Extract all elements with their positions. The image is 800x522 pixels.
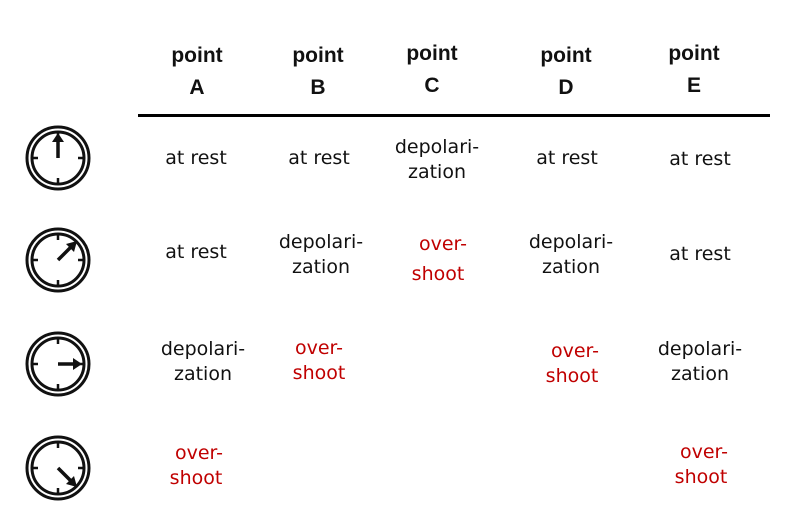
header-point-c: point C [377,38,487,102]
cell-line: depolari- [278,231,364,253]
cell-line: depolari- [528,231,614,253]
header-point-d: point D [511,40,621,104]
cell-line: over- [679,441,728,463]
header-point-e: point E [639,38,749,102]
cell-line: over- [174,442,223,464]
cell-line: at rest [536,147,598,169]
cell-r1-e: at rest [625,147,775,172]
clock-430-icon [25,435,91,501]
cell-line: zation [670,363,729,385]
cell-line: shoot [411,263,465,285]
header-label: point [540,44,592,67]
cell-r3-e: depolari- zation [625,337,775,387]
cell-line: depolari- [394,136,480,158]
clock-12-icon [25,125,91,191]
cell-r2-e: at rest [625,242,775,267]
cell-line: over- [294,337,343,359]
cell-r1-b: at rest [244,146,394,171]
cell-r3-b: over- shoot [244,336,394,386]
header-label: point [668,42,720,65]
cell-line: zation [291,256,350,278]
cell-line: depolari- [657,338,743,360]
cell-r2-d: depolari- zation [496,230,646,280]
cell-r2-a: at rest [121,240,271,265]
cell-line: zation [173,363,232,385]
cell-r2-b: depolari- zation [246,230,396,280]
cell-r1-c: depolari- zation [362,135,512,185]
cell-line: shoot [169,467,223,489]
cell-r3-a: depolari- zation [128,337,278,387]
cell-r4-e: over- shoot [626,440,776,490]
cell-line: over- [550,340,599,362]
cell-r4-a: over- shoot [121,441,271,491]
header-letter: C [424,74,440,97]
cell-r3-d: over- shoot [497,339,647,389]
cell-line: at rest [165,147,227,169]
cell-line: shoot [674,466,728,488]
cell-line: shoot [545,365,599,387]
cell-line: zation [541,256,600,278]
cell-r1-a: at rest [121,146,271,171]
cell-line: over- [418,233,467,255]
cell-line: at rest [669,148,731,170]
header-divider [138,114,770,117]
clock-3-icon [25,331,91,397]
clock-130-icon [25,227,91,293]
header-label: point [406,42,458,65]
header-letter: E [686,74,701,97]
cell-r2-c: over- shoot [363,229,513,289]
cell-line: at rest [165,241,227,263]
cell-line: shoot [292,362,346,384]
header-letter: D [558,76,574,99]
header-letter: A [189,76,205,99]
header-point-b: point B [263,40,373,104]
cell-line: zation [407,161,466,183]
cell-r1-d: at rest [492,146,642,171]
cell-line: at rest [669,243,731,265]
header-point-a: point A [142,40,252,104]
cell-line: at rest [288,147,350,169]
header-label: point [171,44,223,67]
header-label: point [292,44,344,67]
header-letter: B [310,76,326,99]
cell-line: depolari- [160,338,246,360]
